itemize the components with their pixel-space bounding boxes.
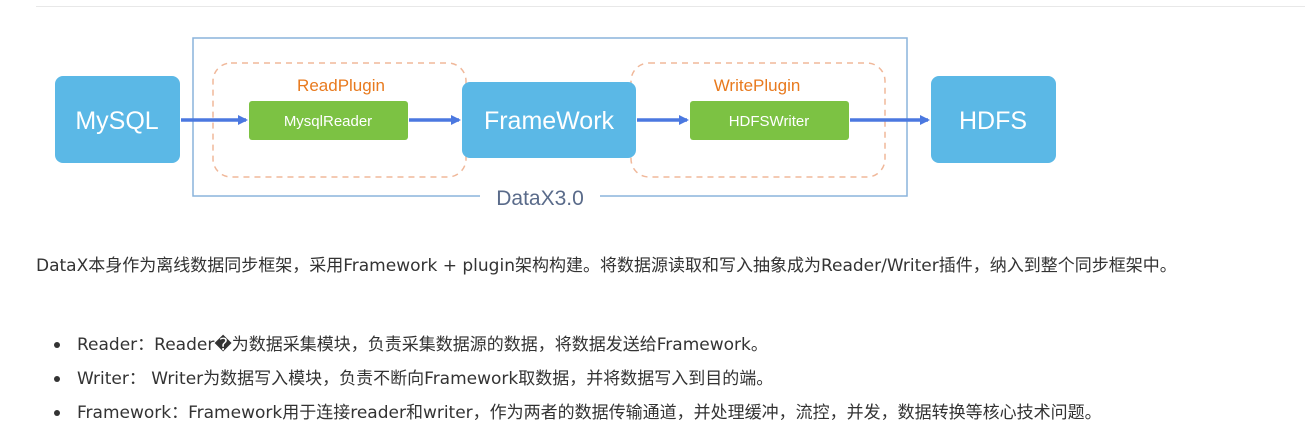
mysql-reader-box: [249, 101, 408, 140]
list-item-text: Reader：Reader�为数据采集模块，负责采集数据源的数据，将数据发送给F…: [77, 335, 768, 355]
datax-architecture-diagram: DataX3.0 ReadPlugin WritePlugin MySQL My…: [55, 37, 1056, 210]
list-item-text: Writer： Writer为数据写入模块，负责不断向Framework取数据，…: [77, 369, 774, 389]
mysql-label: MySQL: [75, 107, 158, 135]
top-divider: [36, 6, 1305, 7]
bullet-dot: [54, 376, 60, 382]
hdfs-label: HDFS: [959, 107, 1027, 135]
framework-label: FrameWork: [484, 107, 615, 135]
list-item-reader: Reader：Reader�为数据采集模块，负责采集数据源的数据，将数据发送给F…: [36, 328, 1298, 362]
hdfs-box: [931, 76, 1056, 163]
component-list: Reader：Reader�为数据采集模块，负责采集数据源的数据，将数据发送给F…: [36, 328, 1298, 430]
list-item-framework: Framework：Framework用于连接reader和writer，作为两…: [36, 396, 1298, 430]
list-item-text: Framework：Framework用于连接reader和writer，作为两…: [77, 403, 1102, 423]
container-label: DataX3.0: [496, 187, 584, 210]
list-item-writer: Writer： Writer为数据写入模块，负责不断向Framework取数据，…: [36, 362, 1298, 396]
bullet-dot: [54, 410, 60, 416]
hdfs-writer-label: HDFSWriter: [729, 113, 810, 130]
read-plugin-title: ReadPlugin: [297, 76, 385, 95]
framework-box: [462, 82, 636, 158]
mysql-reader-label: MysqlReader: [284, 113, 372, 130]
write-plugin-title: WritePlugin: [714, 76, 801, 95]
intro-paragraph: DataX本身作为离线数据同步框架，采用Framework + plugin架构…: [36, 256, 1177, 276]
bullet-dot: [54, 342, 60, 348]
hdfs-writer-box: [690, 101, 849, 140]
mysql-box: [55, 76, 180, 163]
